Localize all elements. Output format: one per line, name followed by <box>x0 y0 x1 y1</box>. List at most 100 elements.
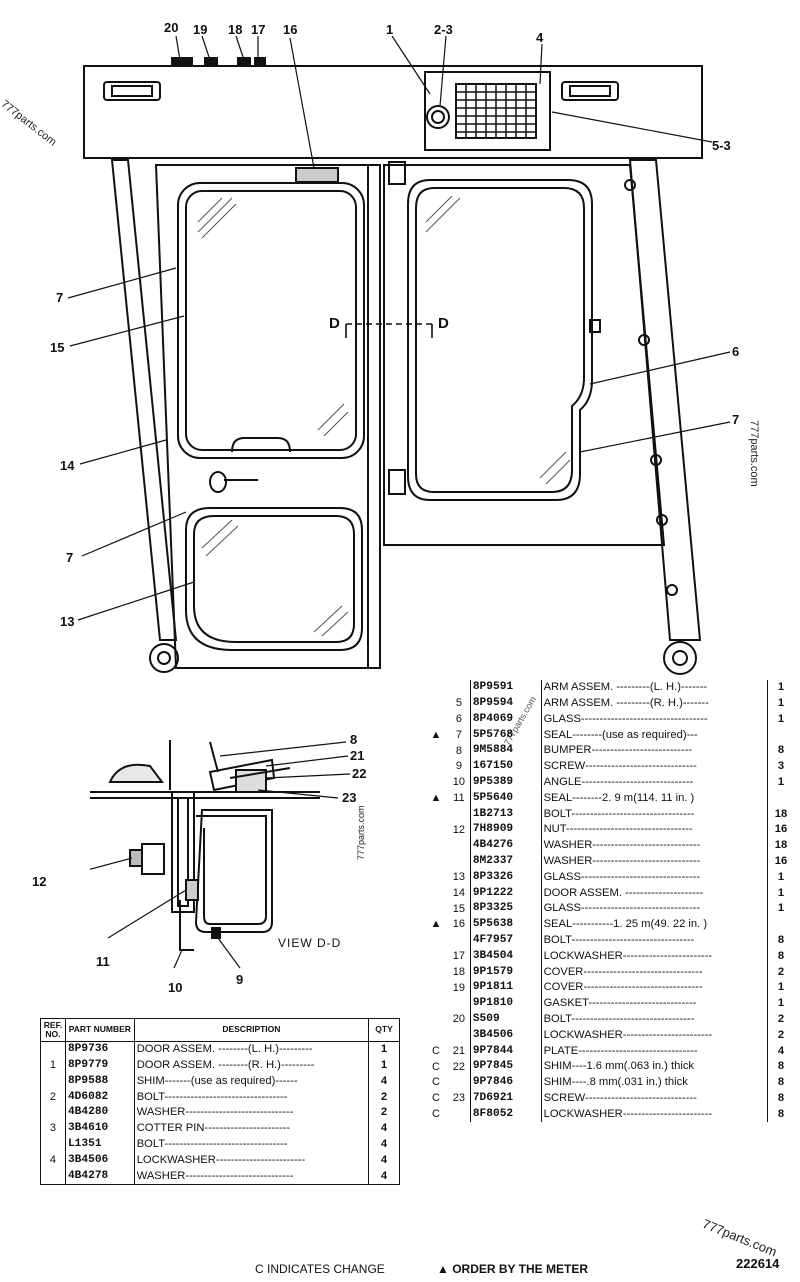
row-mark <box>424 964 448 980</box>
callout-23: 23 <box>342 790 357 805</box>
quantity: 4 <box>380 1122 388 1135</box>
quantity: 8 <box>777 1060 785 1073</box>
ref-number <box>40 1136 66 1153</box>
ref-number: 16 <box>452 918 465 931</box>
ref-number <box>40 1168 66 1185</box>
row-mark: ▲ <box>430 728 442 741</box>
row-mark <box>424 759 448 775</box>
row-mark <box>424 775 448 791</box>
row-mark <box>424 680 448 696</box>
quantity: 1 <box>777 681 785 694</box>
part-number: 8P4069 <box>469 711 542 728</box>
watermark: 777parts.com <box>700 1216 780 1260</box>
quantity: 3 <box>777 760 785 773</box>
part-number: 8P3325 <box>469 901 542 917</box>
quantity: 8 <box>777 934 785 947</box>
callout-14: 14 <box>60 458 75 473</box>
ref-number: 14 <box>452 886 465 899</box>
row-mark <box>424 743 448 759</box>
row-mark <box>424 933 448 949</box>
part-number: 3B4506 <box>65 1152 135 1169</box>
part-number: 5P5640 <box>469 790 542 807</box>
row-mark <box>424 806 448 822</box>
row-mark <box>424 1012 448 1028</box>
quantity: 16 <box>774 823 788 836</box>
row-mark <box>424 885 448 901</box>
description: SEAL-----------1. 25 m(49. 22 in. ) <box>541 916 769 933</box>
ref-number: 12 <box>452 823 465 836</box>
quantity: 18 <box>774 807 788 820</box>
description: DOOR ASSEM. --------(L. H.)--------- <box>134 1041 370 1058</box>
row-mark <box>424 870 448 886</box>
callout-11: 11 <box>96 954 110 969</box>
part-number: 9P1810 <box>469 995 542 1012</box>
callout-5-3: 5-3 <box>712 138 731 153</box>
row-mark <box>424 996 448 1012</box>
callout-21: 21 <box>350 748 365 763</box>
part-number: 4B4280 <box>65 1105 135 1121</box>
callout-1: 1 <box>386 22 394 37</box>
section-view-drawing <box>90 740 351 969</box>
part-number: 9P1811 <box>469 980 542 996</box>
part-number: 8P9779 <box>65 1057 135 1074</box>
part-number: 9P1579 <box>469 964 542 981</box>
ref-number: 2 <box>40 1089 66 1106</box>
description: WASHER----------------------------- <box>134 1168 370 1185</box>
part-number: 5P5638 <box>469 916 542 933</box>
ref-number: 9 <box>455 760 462 773</box>
callout-17: 17 <box>251 22 266 37</box>
ref-number: 19 <box>452 981 465 994</box>
callout-18: 18 <box>228 22 243 37</box>
part-number: 7H8909 <box>469 822 542 838</box>
drawing-number: 222614 <box>736 1256 780 1271</box>
description: SEAL--------2. 9 m(114. 11 in. ) <box>541 790 769 807</box>
description: ARM ASSEM. ---------(L. H.)------- <box>541 680 769 696</box>
callout-10: 10 <box>168 980 183 995</box>
row-mark: C <box>431 1107 440 1120</box>
row-mark: ▲ <box>430 918 442 931</box>
quantity: 18 <box>774 839 788 852</box>
part-number: S509 <box>469 1011 542 1028</box>
row-mark: ▲ <box>430 791 442 804</box>
header-part-number: PART NUMBER <box>64 1018 135 1042</box>
part-number: 8F8052 <box>469 1106 542 1123</box>
row-mark <box>424 1028 448 1044</box>
ref-number: 5 <box>455 697 462 710</box>
description: COVER-------------------------------- <box>541 980 769 996</box>
description: SCREW------------------------------ <box>541 1090 769 1107</box>
ref-number: 3 <box>40 1120 66 1137</box>
ref-number <box>448 1075 470 1091</box>
row-mark: C <box>431 1076 440 1089</box>
ref-number <box>40 1105 66 1121</box>
callout-22: 22 <box>352 766 367 781</box>
description: BOLT--------------------------------- <box>134 1136 370 1153</box>
description: DOOR ASSEM. --------(R. H.)--------- <box>134 1057 370 1074</box>
ref-number: 17 <box>452 949 465 962</box>
quantity: 4 <box>380 1153 388 1166</box>
ref-number <box>448 1028 470 1044</box>
ref-number <box>448 933 470 949</box>
part-number: 9P1222 <box>469 885 542 902</box>
description: BOLT--------------------------------- <box>541 806 769 823</box>
part-number: 8P3326 <box>469 869 542 886</box>
quantity <box>768 791 794 807</box>
description: COVER-------------------------------- <box>541 964 769 981</box>
